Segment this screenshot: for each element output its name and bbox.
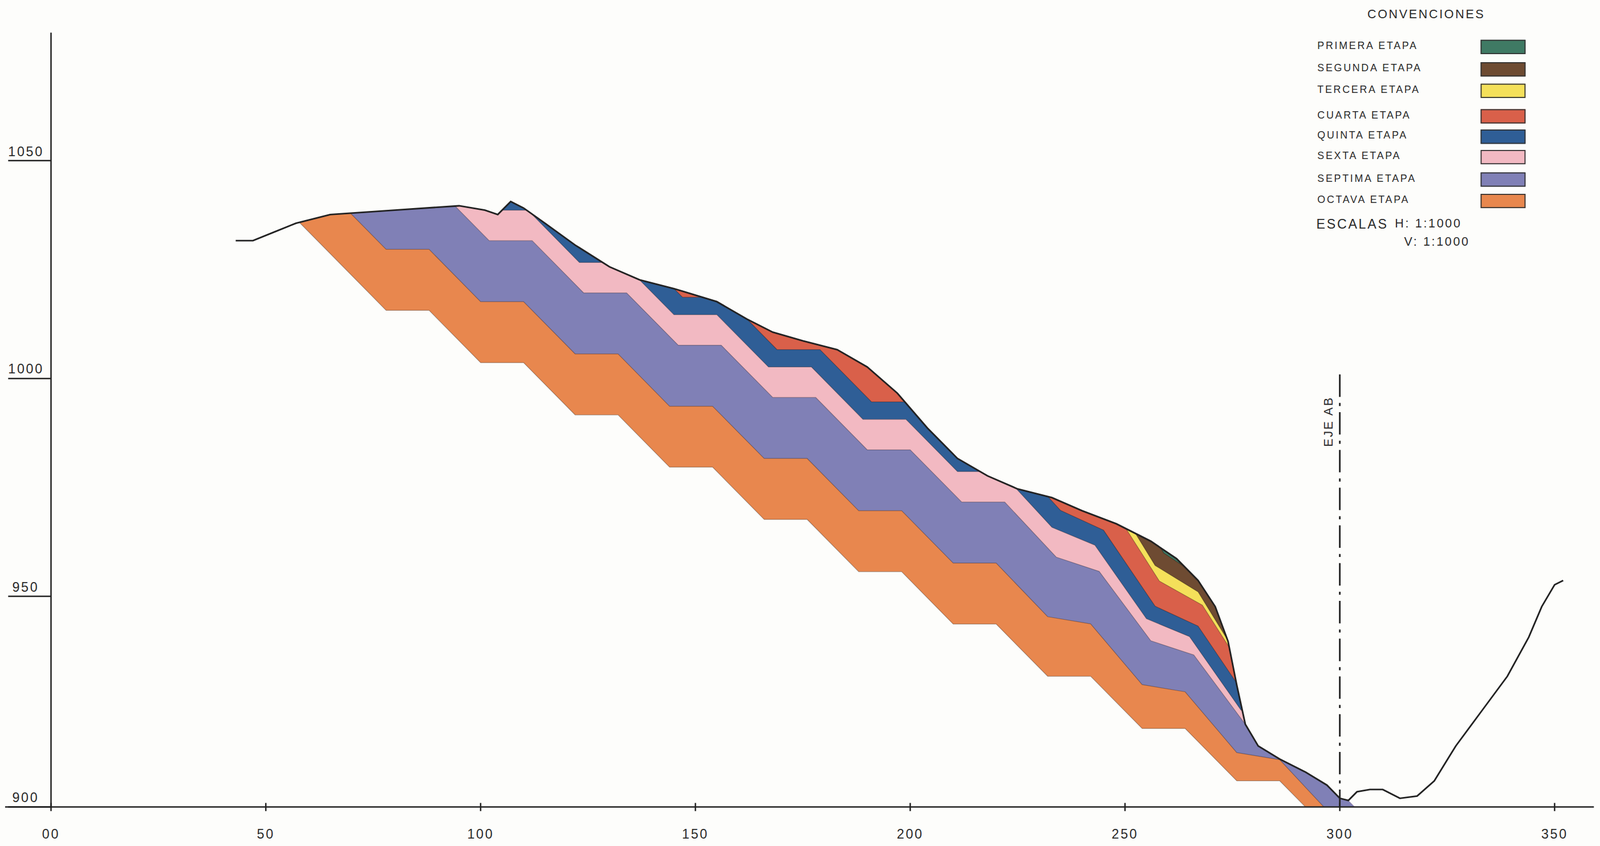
excavation-stages [222,0,1542,846]
stage-band [222,0,1534,846]
legend-label: PRIMERA ETAPA [1317,41,1418,52]
legend-swatch [1480,62,1526,77]
legend-label: TERCERA ETAPA [1317,84,1420,96]
legend-swatch [1480,39,1526,55]
distance-label: 350 [1541,827,1569,841]
legend-label: SEPTIMA ETAPA [1317,173,1416,184]
legend-label: OCTAVA ETAPA [1317,195,1410,206]
terrain-profile [235,201,1563,801]
axis-line [694,802,697,811]
axis-name: EJE AB [1322,395,1335,447]
legend-swatch [1480,172,1526,187]
axis-line [909,802,912,811]
legend-label: QUINTA ETAPA [1317,130,1408,141]
axis-line [7,378,51,380]
legend-label: SEXTA ETAPA [1317,151,1401,162]
distance-label: 150 [681,827,709,841]
legend-swatch [1480,83,1526,99]
axis-line [265,802,267,811]
elevation-label: 950 [11,579,39,594]
distance-label: 00 [42,827,60,841]
stage-band [222,0,1542,846]
scale-value: V: 1:1000 [1403,235,1470,248]
distance-label: 250 [1111,827,1139,841]
distance-label: 100 [466,827,494,841]
distance-label: 50 [257,827,275,841]
axis-line [5,806,1594,808]
legend-title: CONVENCIONES [1367,7,1485,20]
axis-line [7,595,51,598]
axis-line [50,802,52,811]
axis-line [480,802,482,811]
scale-value: H: 1:1000 [1394,217,1462,230]
axis-line [50,32,52,808]
stage-band [222,0,1529,846]
legend-swatch [1480,108,1526,124]
legend-label: SEGUNDA ETAPA [1317,63,1422,74]
elevation-label: 900 [11,790,39,804]
stage-band [222,0,1525,846]
scale-label: ESCALAS [1316,217,1389,231]
axis-line [1124,802,1127,811]
stage-band [222,0,1534,846]
legend-swatch [1480,193,1526,209]
axis-line [7,806,51,808]
elevation-label: 1000 [7,362,44,376]
legend-swatch [1480,129,1526,144]
legend-label: CUARTA ETAPA [1317,110,1411,121]
axis-line [1553,802,1556,811]
elevation-label: 1050 [7,144,44,158]
axis-line [7,160,51,162]
stage-band [222,0,1538,846]
distance-label: 300 [1326,827,1354,841]
axis-line [1338,374,1341,808]
axes [5,32,1594,811]
distance-label: 200 [896,827,924,841]
legend-swatch [1480,149,1526,165]
